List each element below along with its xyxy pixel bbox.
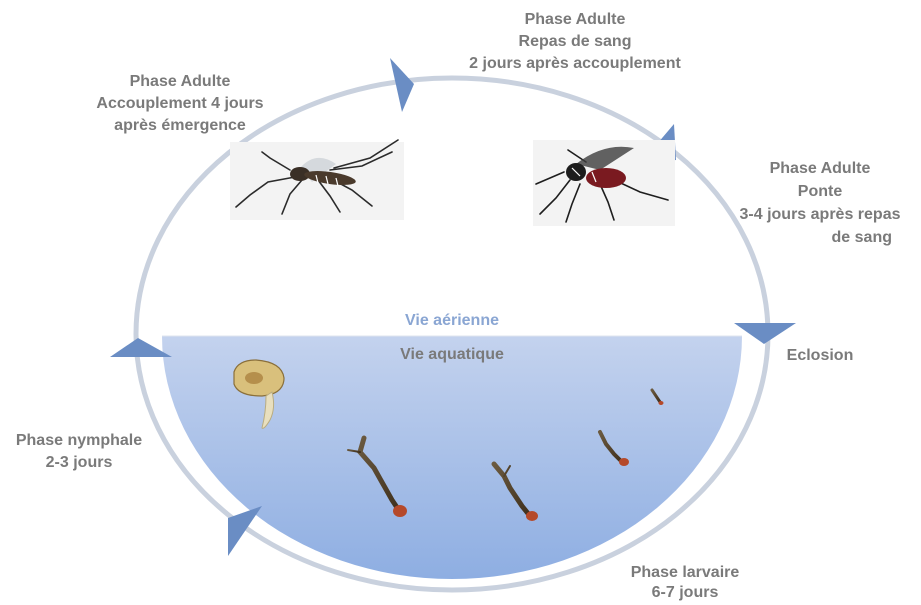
zone-air-label: Vie aérienne (372, 312, 532, 330)
label-adult-laying: Phase Adulte Ponte 3-4 jours après repas… (722, 157, 918, 249)
label-larva: Phase larvaire 6-7 jours (602, 563, 768, 603)
arrow-top-icon (390, 58, 414, 112)
label-adult-mating: Phase Adulte Accouplement 4 jours après … (72, 71, 288, 137)
zone-water-label: Vie aquatique (372, 346, 532, 364)
arrow-right-icon (734, 323, 796, 344)
label-pupa: Phase nymphale 2-3 jours (6, 430, 152, 474)
arrow-bottom-left-icon (228, 506, 262, 556)
mosquito-mating-image (230, 140, 404, 220)
label-adult-blood-meal: Phase Adulte Repas de sang 2 jours après… (442, 9, 708, 75)
label-hatching: Eclosion (772, 345, 868, 367)
mosquito-blood-meal-image (533, 140, 675, 226)
